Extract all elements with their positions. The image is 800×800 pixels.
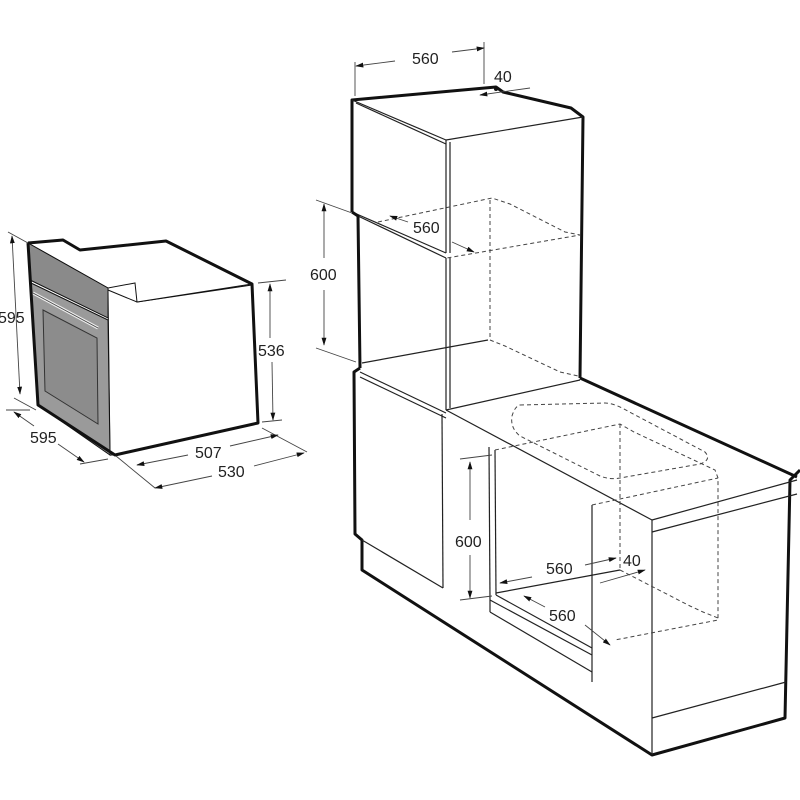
oven-body-depth-label: 507: [195, 445, 222, 462]
tall-cabinet: [350, 85, 585, 410]
base-niche-width-label: 560: [546, 561, 573, 578]
base-niche-height-label: 600: [455, 534, 482, 551]
oven-body-height-label: 536: [258, 343, 285, 360]
tall-cabinet-dimensions: 560 40 560 600: [310, 42, 531, 363]
base-cabinet: [352, 366, 800, 757]
base-cabinet-dimensions: 600 560 40 560: [455, 454, 646, 646]
oven-height-label: 595: [0, 310, 25, 327]
base-niche-depth-label: 560: [549, 608, 576, 625]
tall-niche-depth-label: 560: [413, 220, 440, 237]
oven-width-label: 595: [30, 430, 57, 447]
oven-total-depth-label: 530: [218, 464, 245, 481]
tall-rear-gap-label: 40: [494, 69, 512, 86]
base-rear-gap-label: 40: [623, 553, 641, 570]
tall-width-label: 560: [412, 51, 439, 68]
oven-door-window: [42, 309, 99, 425]
oven-dimensions: 595 595 507 530 536: [0, 231, 308, 489]
oven-drawing: [26, 238, 260, 457]
tall-niche-height-label: 600: [310, 267, 337, 284]
